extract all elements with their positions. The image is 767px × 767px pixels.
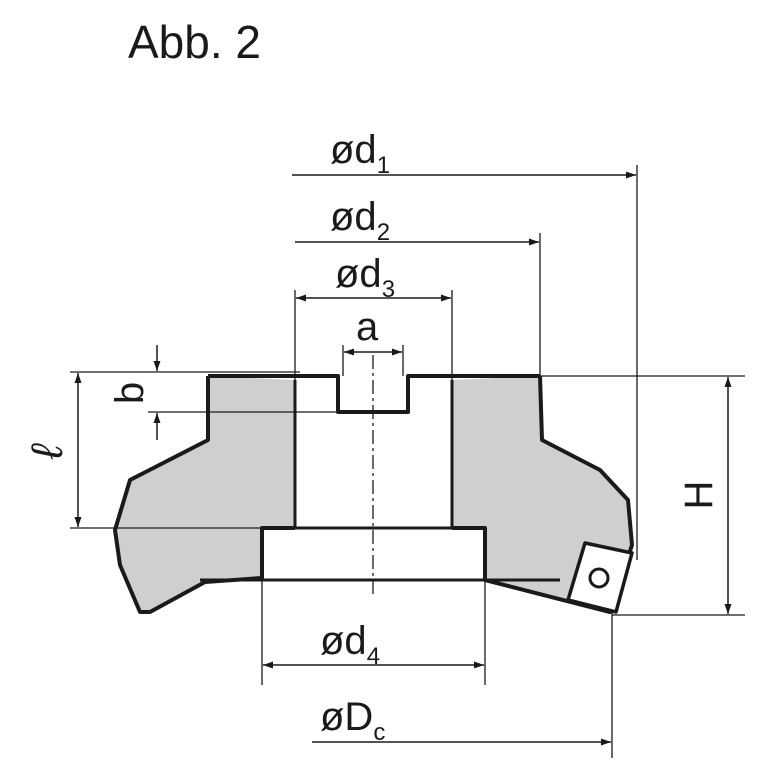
- cutter-body-left: [115, 376, 295, 612]
- label-d3: ød3: [335, 252, 395, 303]
- figure-title: Abb. 2: [128, 16, 261, 68]
- cutting-insert: [566, 541, 634, 614]
- extension-lines: [70, 165, 745, 758]
- label-dc: øDc: [320, 695, 385, 746]
- label-H: H: [677, 481, 721, 510]
- label-a: a: [356, 305, 379, 349]
- label-d4: ød4: [320, 619, 380, 670]
- dimension-lines: [74, 171, 732, 746]
- label-b: b: [108, 382, 152, 404]
- label-d2: ød2: [330, 195, 390, 246]
- label-d1: ød1: [330, 128, 390, 179]
- label-l: ℓ: [23, 443, 72, 460]
